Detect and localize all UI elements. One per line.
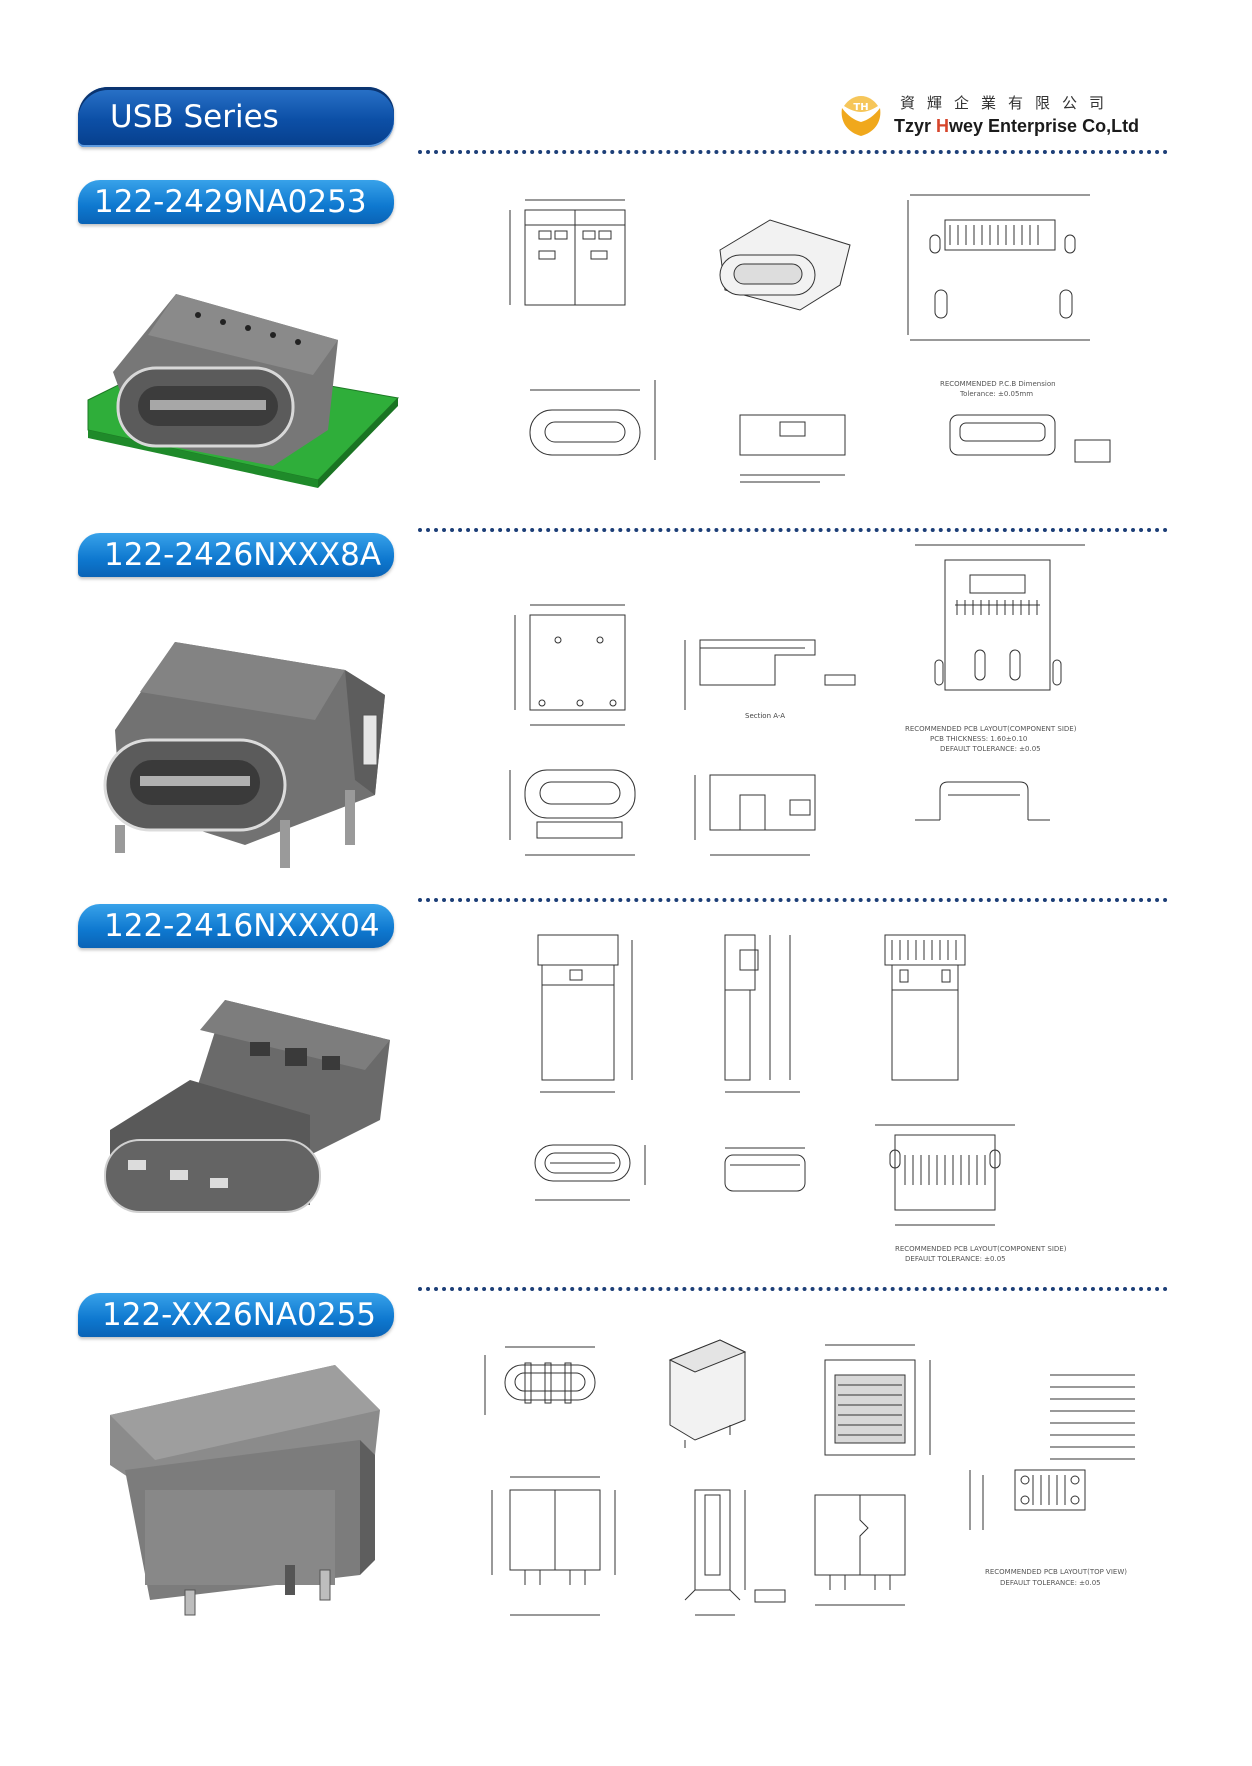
connector-render-smd-pcb: [87, 294, 400, 488]
part-number-tab: 122-2429NA0253: [78, 180, 394, 224]
drawing-note: DEFAULT TOLERANCE: ±0.05: [940, 745, 1041, 753]
drawing-section-view: Section A-A: [684, 639, 856, 720]
drawing-note: DEFAULT TOLERANCE: ±0.05: [905, 1255, 1006, 1263]
drawing-note: RECOMMENDED PCB LAYOUT(TOP VIEW): [985, 1568, 1127, 1576]
drawing-profile-view: [684, 1489, 786, 1616]
drawing-side-view: [739, 414, 846, 483]
company-name-h: H: [936, 116, 950, 136]
drawing-front-view: [484, 1346, 596, 1415]
drawing-plug-bottom: [884, 934, 966, 1081]
drawing-rear-view: [915, 781, 1050, 821]
drawing-note: RECOMMENDED PCB LAYOUT(COMPONENT SIDE): [895, 1245, 1067, 1253]
drawing-note: DEFAULT TOLERANCE: ±0.05: [1000, 1579, 1101, 1587]
drawing-front-view: [509, 769, 636, 856]
drawing-pcb-layout: [969, 1374, 1135, 1530]
drawing-pcb-layout: [875, 1124, 1015, 1226]
drawing-side-view: [491, 1476, 616, 1616]
drawing-front-view: [529, 380, 656, 460]
drawing-top-pcb-view: [824, 1344, 931, 1456]
company-name-rest: wey Enterprise Co,Ltd: [949, 116, 1140, 136]
company-emblem-icon: TH: [841, 96, 881, 136]
divider-dotted: [418, 1287, 1168, 1291]
company-logo: TH 資輝企業有限公司 Tzyr Hwey Enterprise Co,Ltd: [838, 92, 1168, 144]
divider-dotted: [418, 528, 1168, 532]
company-name-prefix: Tzyr: [894, 116, 937, 136]
connector-render-plug: [104, 1000, 390, 1213]
series-title: USB Series: [78, 87, 394, 147]
logo-letters: TH: [853, 102, 868, 113]
connector-render-vertical-mount: [110, 1365, 380, 1616]
svg-text:Section A-A: Section A-A: [745, 712, 785, 720]
drawing-iso-view: [719, 219, 851, 311]
drawing-rear-view: [814, 1494, 906, 1606]
part-number-tab: 122-XX26NA0255: [78, 1293, 394, 1337]
drawing-rear-view: [949, 414, 1111, 463]
drawing-pcb-layout: [915, 544, 1085, 691]
drawing-top-view: [509, 199, 626, 306]
company-name-cn: 資輝企業有限公司: [900, 94, 1117, 112]
company-name-en: Tzyr Hwey Enterprise Co,Ltd: [894, 116, 1139, 137]
drawing-note: PCB THICKNESS: 1.60±0.10: [930, 735, 1028, 743]
drawing-plug-top: [537, 934, 633, 1093]
drawing-iso-view: [668, 1339, 747, 1448]
drawing-plug-front: [534, 1144, 646, 1201]
drawing-side-view: [694, 774, 816, 856]
part-number-tab: 122-2426NXXX8A: [78, 533, 394, 577]
part-number-tab: 122-2416NXXX04: [78, 904, 394, 948]
drawing-note: RECOMMENDED PCB LAYOUT(COMPONENT SIDE): [905, 725, 1077, 733]
drawing-note: RECOMMENDED P.C.B Dimension: [940, 380, 1056, 388]
divider-dotted: [418, 898, 1168, 902]
drawing-note: Tolerance: ±0.05mm: [960, 390, 1034, 398]
divider-dotted: [418, 150, 1168, 154]
drawing-pcb-layout: [907, 194, 1090, 341]
drawing-plug-side: [724, 934, 800, 1093]
drawing-top-view: [514, 604, 626, 726]
drawing-plug-end: [724, 1147, 806, 1192]
connector-render-vertical: [103, 642, 385, 868]
